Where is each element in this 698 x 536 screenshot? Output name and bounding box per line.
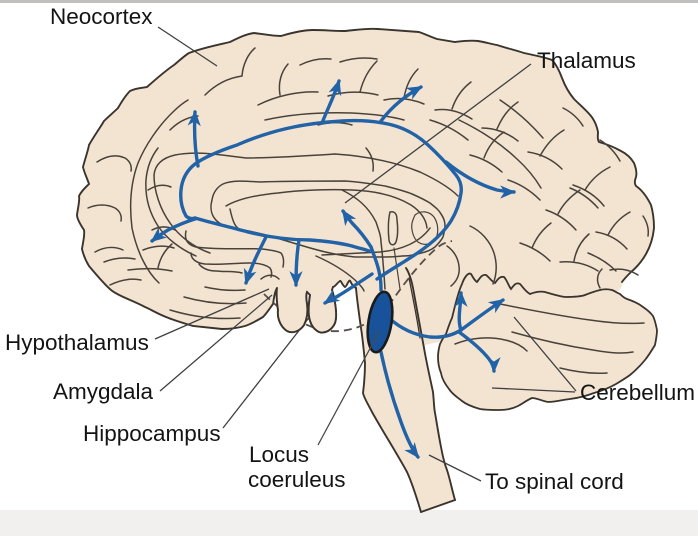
- svg-text:Hypothalamus: Hypothalamus: [5, 330, 149, 355]
- svg-text:Neocortex: Neocortex: [50, 4, 153, 29]
- svg-text:Locus: Locus: [249, 442, 309, 467]
- svg-text:To spinal cord: To spinal cord: [485, 469, 624, 494]
- svg-text:Hippocampus: Hippocampus: [83, 421, 221, 446]
- svg-text:Amygdala: Amygdala: [53, 379, 154, 404]
- svg-text:coeruleus: coeruleus: [248, 467, 346, 492]
- svg-text:Thalamus: Thalamus: [537, 48, 636, 73]
- svg-text:Cerebellum: Cerebellum: [580, 380, 695, 405]
